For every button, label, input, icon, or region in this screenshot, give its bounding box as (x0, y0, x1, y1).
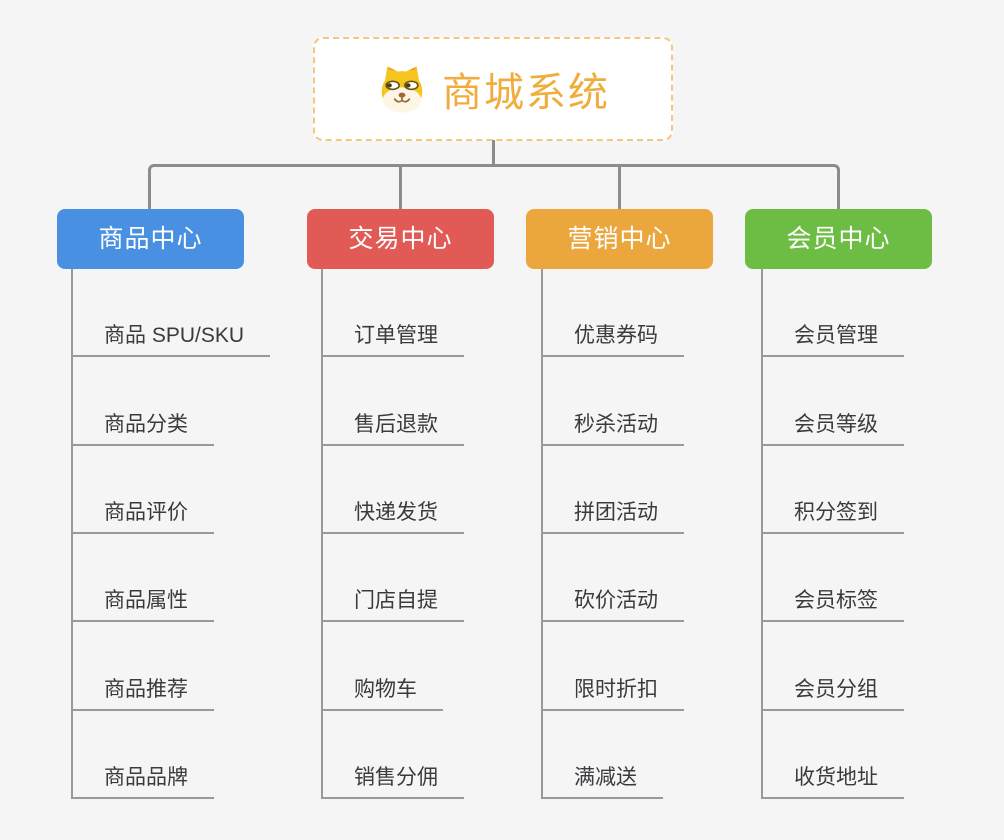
leaf-row: 会员管理 (761, 269, 1004, 358)
root-title: 商城系统 (442, 71, 610, 115)
leaf-row: 商品品牌 (71, 711, 351, 799)
connector-root-stem (492, 140, 495, 164)
leaf-node[interactable]: 门店自提 (321, 584, 464, 623)
connector-stub-marketing (618, 164, 621, 210)
leaf-row: 商品评价 (71, 446, 351, 534)
leaf-row: 会员分组 (761, 622, 1004, 711)
leaf-node[interactable]: 商品 SPU/SKU (71, 319, 271, 358)
leaf-node[interactable]: 商品属性 (71, 584, 214, 623)
connector-stub-trade (399, 164, 402, 210)
leaf-row: 优惠券码 (541, 269, 821, 358)
connector-trunk-line (761, 269, 763, 799)
leaf-row: 售后退款 (321, 357, 601, 446)
leaf-node[interactable]: 订单管理 (321, 319, 464, 358)
branch-node-member[interactable]: 会员中心 (745, 209, 932, 269)
leaf-node[interactable]: 会员分组 (761, 673, 904, 711)
branch-node-product[interactable]: 商品中心 (57, 209, 244, 269)
leaf-row: 购物车 (321, 622, 601, 711)
connector-trunk-line (541, 269, 543, 799)
leaf-node[interactable]: 销售分佣 (321, 761, 464, 799)
branch-node-marketing[interactable]: 营销中心 (526, 209, 713, 269)
leaf-node[interactable]: 限时折扣 (541, 673, 684, 711)
leaf-node[interactable]: 收货地址 (761, 761, 904, 799)
leaf-node[interactable]: 满减送 (541, 761, 663, 799)
leaf-row: 满减送 (541, 711, 821, 799)
root-node[interactable]: 商城系统 (313, 37, 673, 141)
leaf-node[interactable]: 购物车 (321, 673, 443, 711)
leaf-row: 门店自提 (321, 534, 601, 623)
leaf-node[interactable]: 砍价活动 (541, 584, 684, 623)
leaf-row: 订单管理 (321, 269, 601, 358)
leaf-row: 会员标签 (761, 534, 1004, 623)
leaf-row: 收货地址 (761, 711, 1004, 799)
leaf-node[interactable]: 积分签到 (761, 496, 904, 534)
branch-items-product: 商品 SPU/SKU 商品分类 商品评价 商品属性 商品推荐 商品品牌 (71, 269, 351, 799)
leaf-row: 拼团活动 (541, 446, 821, 534)
leaf-row: 砍价活动 (541, 534, 821, 623)
connector-trunk-line (321, 269, 323, 799)
branch-items-trade: 订单管理 售后退款 快递发货 门店自提 购物车 销售分佣 (321, 269, 601, 799)
leaf-node[interactable]: 会员管理 (761, 319, 904, 358)
leaf-row: 快递发货 (321, 446, 601, 534)
leaf-row: 限时折扣 (541, 622, 821, 711)
leaf-node[interactable]: 优惠券码 (541, 319, 684, 358)
leaf-node[interactable]: 快递发货 (321, 496, 464, 534)
leaf-row: 会员等级 (761, 357, 1004, 446)
leaf-node[interactable]: 售后退款 (321, 408, 464, 446)
leaf-node[interactable]: 会员标签 (761, 584, 904, 623)
branch-items-marketing: 优惠券码 秒杀活动 拼团活动 砍价活动 限时折扣 满减送 (541, 269, 821, 799)
leaf-row: 商品分类 (71, 357, 351, 446)
branch-items-member: 会员管理 会员等级 积分签到 会员标签 会员分组 收货地址 (761, 269, 1004, 799)
connector-branch-rail (148, 164, 840, 210)
leaf-node[interactable]: 商品分类 (71, 408, 214, 446)
leaf-node[interactable]: 商品推荐 (71, 673, 214, 711)
leaf-row: 商品推荐 (71, 622, 351, 711)
leaf-node[interactable]: 会员等级 (761, 408, 904, 446)
leaf-row: 商品属性 (71, 534, 351, 623)
branch-node-trade[interactable]: 交易中心 (307, 209, 494, 269)
leaf-node[interactable]: 商品品牌 (71, 761, 214, 799)
connector-trunk-line (71, 269, 73, 799)
leaf-row: 商品 SPU/SKU (71, 269, 351, 358)
leaf-node[interactable]: 拼团活动 (541, 496, 684, 534)
dog-face-icon (381, 66, 423, 113)
leaf-row: 积分签到 (761, 446, 1004, 534)
leaf-row: 销售分佣 (321, 711, 601, 799)
leaf-node[interactable]: 秒杀活动 (541, 408, 684, 446)
leaf-node[interactable]: 商品评价 (71, 496, 214, 534)
leaf-row: 秒杀活动 (541, 357, 821, 446)
